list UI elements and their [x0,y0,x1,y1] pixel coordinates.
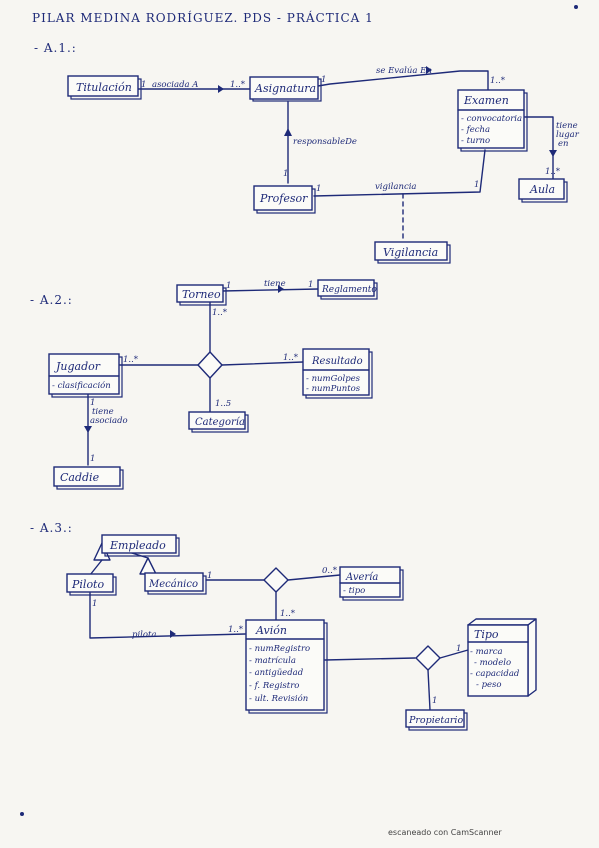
mult-averia: 0..* [322,566,338,576]
class-profesor: Profesor [253,185,316,214]
class-empleado: Empleado [101,534,180,557]
svg-text:Caddie: Caddie [60,471,100,484]
svg-text:- ult. Revisión: - ult. Revisión [249,693,308,704]
mult-avion-p: 1..* [228,625,244,635]
svg-text:- antigüedad: - antigüedad [249,668,304,678]
class-mecanico: Mecánico [144,572,207,595]
svg-text:- numGolpes: - numGolpes [306,374,361,384]
section-a2-label: - A.2.: [30,293,73,307]
svg-text:Avería: Avería [345,572,378,583]
class-tipo: Tipo - marca - modelo - capacidad - peso [467,618,537,697]
assoc-responsable: responsableDe [293,137,357,147]
svg-text:- marca: - marca [470,647,503,657]
assoc-tiene-lugar-2: lugar [556,130,580,140]
mult-torneo-d: 1..* [212,308,228,318]
class-piloto: Piloto [66,573,117,596]
svg-text:Piloto: Piloto [71,578,104,591]
mult-mecanico: 1 [207,571,212,581]
svg-text:- f. Registro: - f. Registro [249,681,299,691]
mult-jug-caddie: 1 [90,398,95,408]
mult-exam-aula: 1..* [545,167,561,177]
svg-text:- tipo: - tipo [343,586,365,596]
mult-reg: 1 [308,280,313,290]
svg-text:- peso: - peso [476,680,502,690]
assoc-asociada: asociada A [152,80,198,90]
class-aula: Aula [518,178,568,203]
svg-text:Asignatura: Asignatura [254,82,316,95]
mult-tit-asig: 1 [141,80,146,90]
mult-exam-vig: 1 [474,180,479,190]
class-resultado: Resultado - numGolpes - numPuntos [302,348,373,399]
svg-text:Jugador: Jugador [54,360,101,373]
class-propietario: Propietario [405,709,468,731]
svg-text:- turno: - turno [461,136,490,146]
svg-text:Avión: Avión [255,624,287,637]
mult-asig-exam: 1 [321,75,326,85]
mult-caddie: 1 [90,454,95,464]
assoc-tiene-lugar-3: en [558,139,569,149]
scanner-watermark: escaneado con CamScanner [388,828,502,837]
class-averia: Avería - tipo [339,566,404,601]
svg-text:- fecha: - fecha [461,125,490,135]
mult-prof-vig: 1 [316,184,321,194]
svg-text:Titulación: Titulación [76,81,132,94]
mult-avion-d: 1..* [280,609,296,619]
assoc-vigilancia: vigilancia [375,182,417,192]
svg-text:- clasificación: - clasificación [52,380,111,391]
scan-dot-bottom [20,812,24,816]
svg-text:Profesor: Profesor [259,192,308,205]
class-avion: Avión - numRegistro - matrícula - antigü… [245,619,328,714]
svg-text:Empleado: Empleado [109,539,166,552]
mult-propietario: 1 [432,696,437,706]
mult-resultado: 1..* [283,353,299,363]
svg-text:- capacidad: - capacidad [470,669,520,679]
mult-piloto: 1 [92,599,97,609]
svg-text:Torneo: Torneo [182,288,221,301]
assoc-tiene-a2: tiene [264,279,286,289]
mult-tipo: 1 [456,644,461,654]
svg-text:Vigilancia: Vigilancia [383,246,438,259]
mult-jugador: 1..* [123,355,139,365]
svg-text:Aula: Aula [529,183,555,196]
assoc-se-evalua: se Evalúa En [376,65,432,76]
svg-text:Examen: Examen [463,94,509,107]
svg-text:Reglamento: Reglamento [321,285,377,295]
svg-text:Resultado: Resultado [311,356,363,367]
mult-exam-asig: 1..* [490,76,506,86]
class-vigilancia: Vigilancia [374,241,451,264]
class-titulacion: Titulación [67,75,142,100]
mult-asig-tit: 1..* [230,80,246,90]
section-a3-label: - A.3.: [30,521,73,535]
scan-dot-top [574,5,578,9]
a3-associations [89,542,469,711]
mult-prof-resp: 1 [283,169,288,179]
a2-associations [84,285,319,466]
svg-text:Mecánico: Mecánico [148,579,198,590]
svg-text:Categoría: Categoría [195,417,245,428]
page-title: PILAR MEDINA RODRÍGUEZ. PDS - PRÁCTICA 1 [32,10,374,25]
assoc-tiene-asociado-1: tiene [92,407,114,417]
class-caddie: Caddie [53,466,124,490]
assoc-pilota: pilota [132,630,156,640]
svg-text:- matrícula: - matrícula [249,655,296,666]
svg-text:- numPuntos: - numPuntos [306,384,361,394]
section-a1-label: - A.1.: [34,41,77,55]
mult-categoria: 1..5 [215,399,231,409]
assoc-tiene-lugar-1: tiene [556,121,578,131]
class-reglamento: Reglamento [317,279,378,300]
class-categoria: Categoría [188,411,249,433]
svg-text:Propietario: Propietario [408,715,463,726]
mult-torneo-reg: 1 [226,281,231,291]
class-examen: Examen - convocatoria - fecha - turno [457,89,528,152]
class-asignatura: Asignatura [249,76,322,102]
class-torneo: Torneo [176,284,227,306]
svg-text:- modelo: - modelo [474,658,511,668]
svg-text:Tipo: Tipo [474,628,499,641]
class-jugador: Jugador - clasificación [48,353,123,398]
a1-associations [136,66,557,243]
svg-text:- convocatoria: - convocatoria [461,114,522,124]
assoc-tiene-asociado-2: asociado [90,416,128,426]
svg-text:- numRegistro: - numRegistro [249,644,310,654]
